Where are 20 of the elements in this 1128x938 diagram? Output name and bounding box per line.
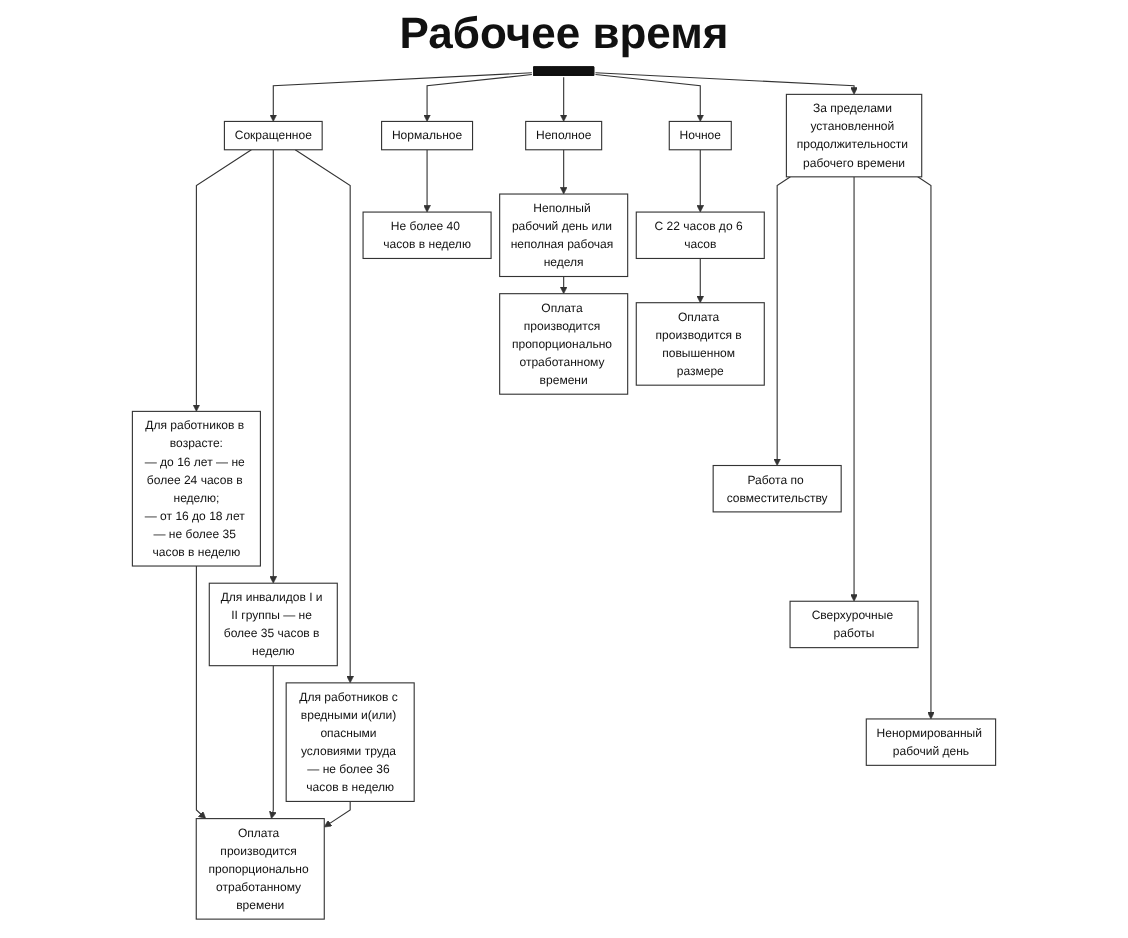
arrow: [423, 74, 533, 122]
arrow: [269, 665, 277, 819]
arrow: [192, 149, 252, 412]
arrow: [850, 176, 858, 602]
arrow: [696, 257, 705, 304]
arrow: [594, 74, 705, 122]
arrow: [594, 72, 858, 95]
arrow: [323, 800, 351, 828]
arrow: [696, 149, 705, 213]
arrow: [195, 565, 207, 819]
arrow: [559, 275, 568, 295]
arrow: [559, 149, 568, 195]
arrow: [269, 72, 533, 122]
arrow: [423, 149, 431, 213]
arrow: [917, 176, 935, 720]
arrow: [269, 149, 278, 584]
arrow: [773, 176, 791, 466]
arrow: [294, 149, 354, 684]
diagram-title: Рабочее время: [399, 8, 729, 60]
arrow: [559, 76, 568, 122]
